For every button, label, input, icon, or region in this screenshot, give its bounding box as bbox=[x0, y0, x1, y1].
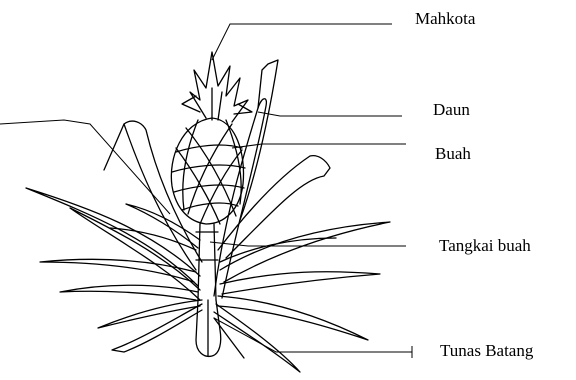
leaves-right bbox=[214, 60, 390, 372]
label-tangkai-buah: Tangkai buah bbox=[439, 236, 531, 256]
leader-lines bbox=[0, 24, 412, 358]
leaves-left bbox=[26, 121, 202, 352]
leader-line-left bbox=[0, 120, 170, 214]
label-buah: Buah bbox=[435, 144, 471, 164]
label-mahkota: Mahkota bbox=[415, 9, 475, 29]
leader-line-mahkota bbox=[212, 24, 392, 60]
label-tunas-batang: Tunas Batang bbox=[440, 341, 533, 361]
crown-leaves bbox=[182, 52, 252, 122]
leader-line-daun bbox=[258, 112, 402, 116]
label-daun: Daun bbox=[433, 100, 470, 120]
fruit-body bbox=[171, 118, 245, 224]
stem-base bbox=[196, 300, 244, 358]
